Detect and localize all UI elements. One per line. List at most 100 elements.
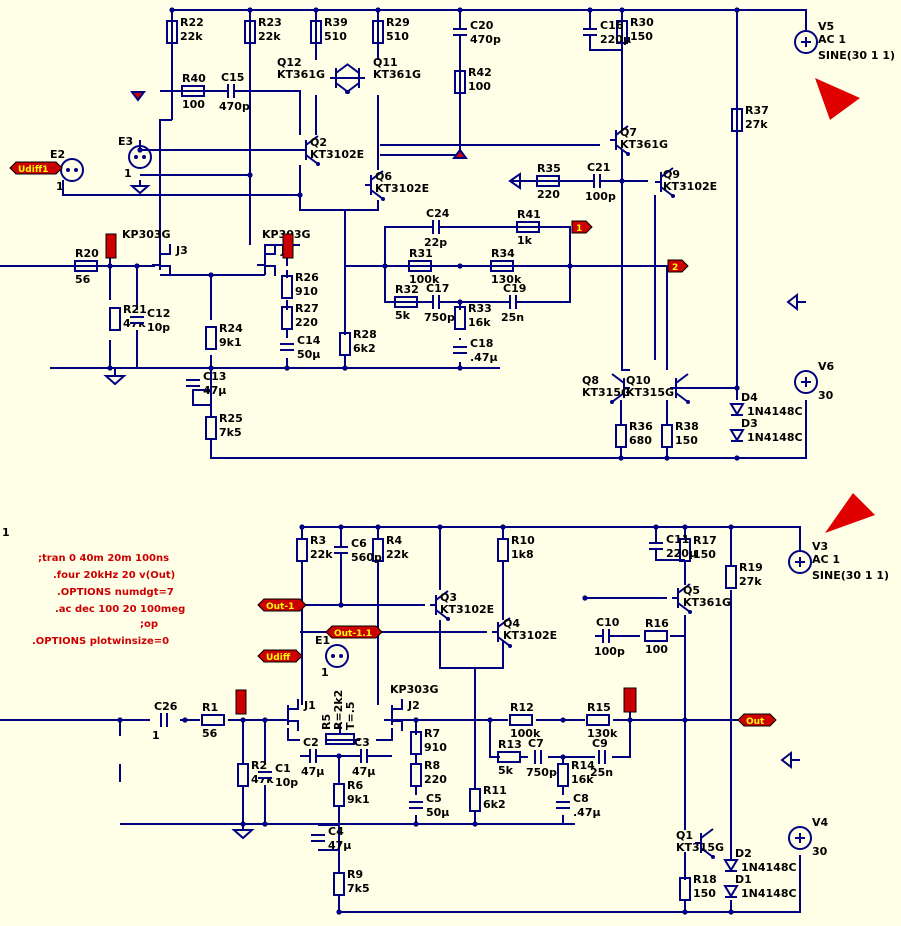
jfet-j1[interactable]: J1 xyxy=(280,699,316,731)
capacitor-c18[interactable]: C18.47µ xyxy=(452,337,498,364)
capacitor-value: 750p xyxy=(526,766,557,779)
net-label[interactable]: Out xyxy=(737,713,777,727)
capacitor-ref: C24 xyxy=(426,207,450,220)
junction-dot xyxy=(618,455,624,461)
meter-e3[interactable]: E31 xyxy=(118,135,152,180)
meter-e1[interactable]: E11 xyxy=(315,634,349,679)
net-label[interactable]: Out-1 xyxy=(257,598,307,612)
net-label[interactable]: Udiff xyxy=(257,649,303,663)
meter-e2[interactable]: E21 xyxy=(50,148,84,193)
source-ref: V4 xyxy=(812,816,829,829)
net-label[interactable]: Udiff1 xyxy=(9,161,63,175)
capacitor-c8[interactable]: C8.47µ xyxy=(555,792,601,819)
port-tag[interactable]: 2 xyxy=(667,259,689,273)
port-tag[interactable]: 1 xyxy=(571,220,593,234)
net-label[interactable]: Out-1.1 xyxy=(325,625,383,639)
